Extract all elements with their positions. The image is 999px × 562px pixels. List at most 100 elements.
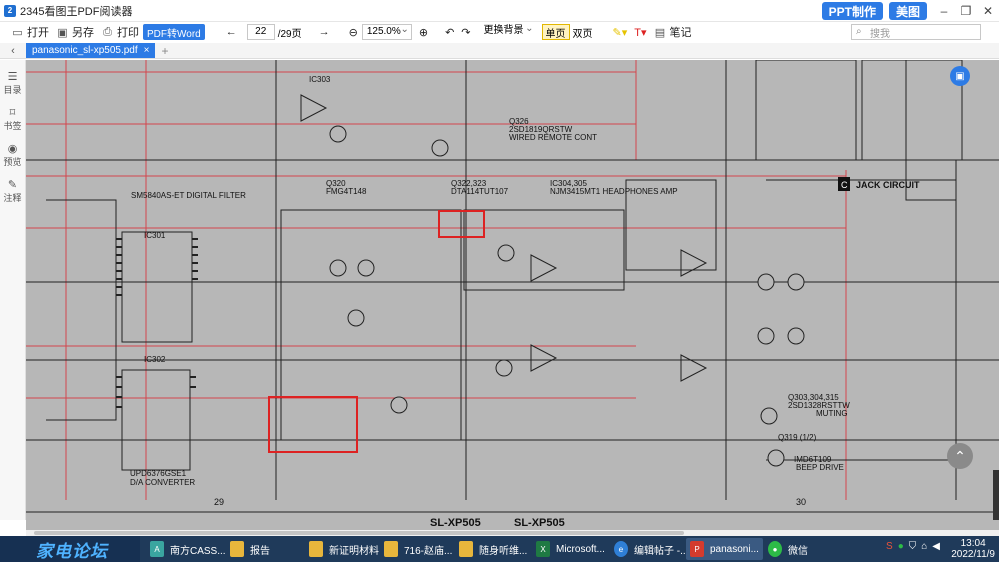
digital-filter-label: SM5840AS-ET DIGITAL FILTER — [131, 191, 246, 200]
task-materials[interactable]: 新证明材料 — [305, 538, 383, 560]
notes-label: 笔记 — [669, 27, 692, 39]
title-bar-right: PPT制作 美图 – ❐ ✕ — [821, 0, 999, 22]
task-label: 编辑帖子 -... — [634, 545, 689, 557]
task-label: Microsoft... — [556, 543, 605, 555]
floating-document-icon[interactable]: ▣ — [950, 66, 970, 86]
shield-icon[interactable]: ⛉ — [908, 541, 917, 552]
sidebar-item-preview[interactable]: ◉ 预览 — [0, 142, 25, 168]
q303-part-label: 2SD1328RSTTW — [788, 401, 850, 410]
schematic-page: C JACK CIRCUIT SM5840AS-ET DIGITAL FILTE… — [26, 60, 999, 530]
close-icon[interactable]: ✕ — [982, 4, 994, 18]
task-cass[interactable]: A 南方CASS... — [146, 538, 230, 560]
q326-label: Q326 — [509, 117, 529, 126]
document-viewport[interactable]: C JACK CIRCUIT SM5840AS-ET DIGITAL FILTE… — [26, 60, 999, 530]
sidebar-item-annotation[interactable]: ✎ 注释 — [0, 178, 25, 204]
tab-document[interactable]: panasonic_sl-xp505.pdf × — [26, 43, 156, 58]
annotation-label: 注释 — [3, 193, 22, 203]
single-page-label: 单页 — [545, 28, 566, 40]
wechat-tray-icon[interactable]: ● — [897, 541, 904, 552]
single-page-button[interactable]: 单页 — [541, 24, 570, 40]
cass-icon: A — [150, 541, 164, 557]
q303-304-label: Q303,304,315 — [788, 393, 839, 402]
task-report[interactable]: 报告 — [226, 538, 274, 560]
maximize-icon[interactable]: ❐ — [960, 4, 972, 18]
wechat-icon: ● — [768, 541, 782, 557]
q320-label: Q320 — [326, 179, 346, 188]
save-icon: ▣ — [57, 26, 68, 39]
fmg4t148-label: FMG4T148 — [326, 187, 367, 196]
rotate-right-icon[interactable]: ↷ — [461, 26, 471, 39]
svg-text:C: C — [841, 180, 848, 190]
print-icon: ⎙ — [103, 25, 112, 38]
input-method-icon[interactable]: S — [886, 541, 893, 552]
folder-icon — [384, 541, 398, 557]
model-left-label: SL-XP505 — [430, 517, 481, 529]
bookmark-label: 书签 — [3, 121, 22, 131]
ic304-label: IC304,305 — [550, 179, 587, 188]
app-title: 2345看图王PDF阅读器 — [20, 5, 133, 18]
q322-323-label: Q322,323 — [451, 179, 487, 188]
print-button[interactable]: ⎙ 打印 — [98, 23, 142, 41]
volume-icon[interactable]: ◀ — [932, 541, 940, 552]
tab-close-icon[interactable]: × — [143, 45, 150, 56]
search-input[interactable]: ⌕ 搜我 — [851, 24, 981, 40]
annotation-icon: ✎ — [7, 179, 18, 191]
headphone-amp-label: NJM3415MT1 HEADPHONES AMP — [550, 187, 678, 196]
task-label: 微信 — [788, 545, 808, 557]
highlight-icon[interactable]: ✎▾ — [612, 26, 628, 39]
task-excel[interactable]: X Microsoft... — [532, 538, 609, 560]
search-icon: ⌕ — [856, 26, 862, 37]
task-716[interactable]: 716-赵庙... — [380, 538, 456, 560]
vertical-scrollbar[interactable] — [993, 470, 999, 520]
background-select[interactable]: 更换背景 — [481, 22, 536, 40]
text-color-icon[interactable]: T▾ — [634, 26, 647, 39]
app-icon: 2 — [4, 4, 16, 17]
meitu-button[interactable]: 美图 — [888, 2, 927, 20]
sidebar-item-toc[interactable]: ☰ 目录 — [0, 70, 25, 96]
ic302-name-label: UPD6376GSE1 — [130, 469, 187, 478]
start-area[interactable]: 家电论坛 — [0, 536, 140, 562]
beep-drive-label: BEEP DRIVE — [796, 463, 844, 472]
task-wechat[interactable]: ● 微信 — [764, 538, 812, 560]
zoom-out-icon[interactable]: ⊖ — [348, 26, 358, 39]
minimize-icon[interactable]: – — [940, 4, 948, 18]
new-tab-icon[interactable]: + — [161, 43, 169, 58]
pdf-icon: P — [690, 541, 704, 557]
double-page-label: 双页 — [572, 28, 593, 40]
rotate-left-icon[interactable]: ↶ — [445, 26, 455, 39]
folder-icon — [459, 541, 473, 557]
wired-remote-label: WIRED REMOTE CONT — [509, 133, 597, 142]
ic301-label: IC301 — [144, 231, 166, 240]
notes-button[interactable]: ▤ 笔记 — [651, 23, 695, 41]
zoom-in-icon[interactable]: ⊕ — [418, 26, 429, 39]
page-30-label: 30 — [796, 497, 806, 507]
task-walkman[interactable]: 随身听维... — [455, 538, 531, 560]
next-page-icon[interactable]: → — [318, 26, 330, 38]
network-icon[interactable]: ⌂ — [921, 541, 928, 552]
prev-page-icon[interactable]: ← — [225, 26, 237, 38]
toolbar: ▭ 打开 ▣ 另存 ⎙ 打印 PDF转Word ← 22 /29页 → ⊖ 12… — [0, 22, 999, 42]
horizontal-scroll-thumb[interactable] — [34, 531, 684, 535]
saveas-button[interactable]: ▣ 另存 — [53, 23, 97, 41]
open-button[interactable]: ▭ 打开 — [8, 23, 52, 41]
clock[interactable]: 13:04 2022/11/9 — [951, 538, 995, 560]
double-page-button[interactable]: 双页 — [570, 24, 596, 40]
preview-label: 预览 — [3, 157, 22, 167]
horizontal-scrollbar[interactable] — [26, 530, 999, 536]
bookmark-icon: ⌑ — [9, 107, 16, 119]
task-pdf[interactable]: P panasoni... — [686, 538, 763, 560]
scroll-to-top-icon[interactable]: ⌃ — [947, 443, 973, 469]
ic303-label: IC303 — [309, 75, 331, 84]
ppt-maker-button[interactable]: PPT制作 — [821, 2, 883, 20]
print-label: 打印 — [117, 27, 139, 39]
sidebar-item-bookmark[interactable]: ⌑ 书签 — [0, 106, 25, 132]
page-total: /29页 — [277, 28, 302, 40]
jack-circuit-label: JACK CIRCUIT — [856, 180, 920, 190]
pdf-to-word-button[interactable]: PDF转Word — [143, 24, 205, 40]
excel-icon: X — [536, 541, 550, 557]
collapse-panel-icon[interactable]: ‹ — [11, 44, 15, 57]
dta-label: DTA114TUT107 — [451, 187, 509, 196]
page-number-input[interactable]: 22 — [246, 24, 275, 40]
task-edit-post[interactable]: e 编辑帖子 -... — [610, 538, 692, 560]
zoom-select[interactable]: 125.0% — [361, 23, 412, 40]
